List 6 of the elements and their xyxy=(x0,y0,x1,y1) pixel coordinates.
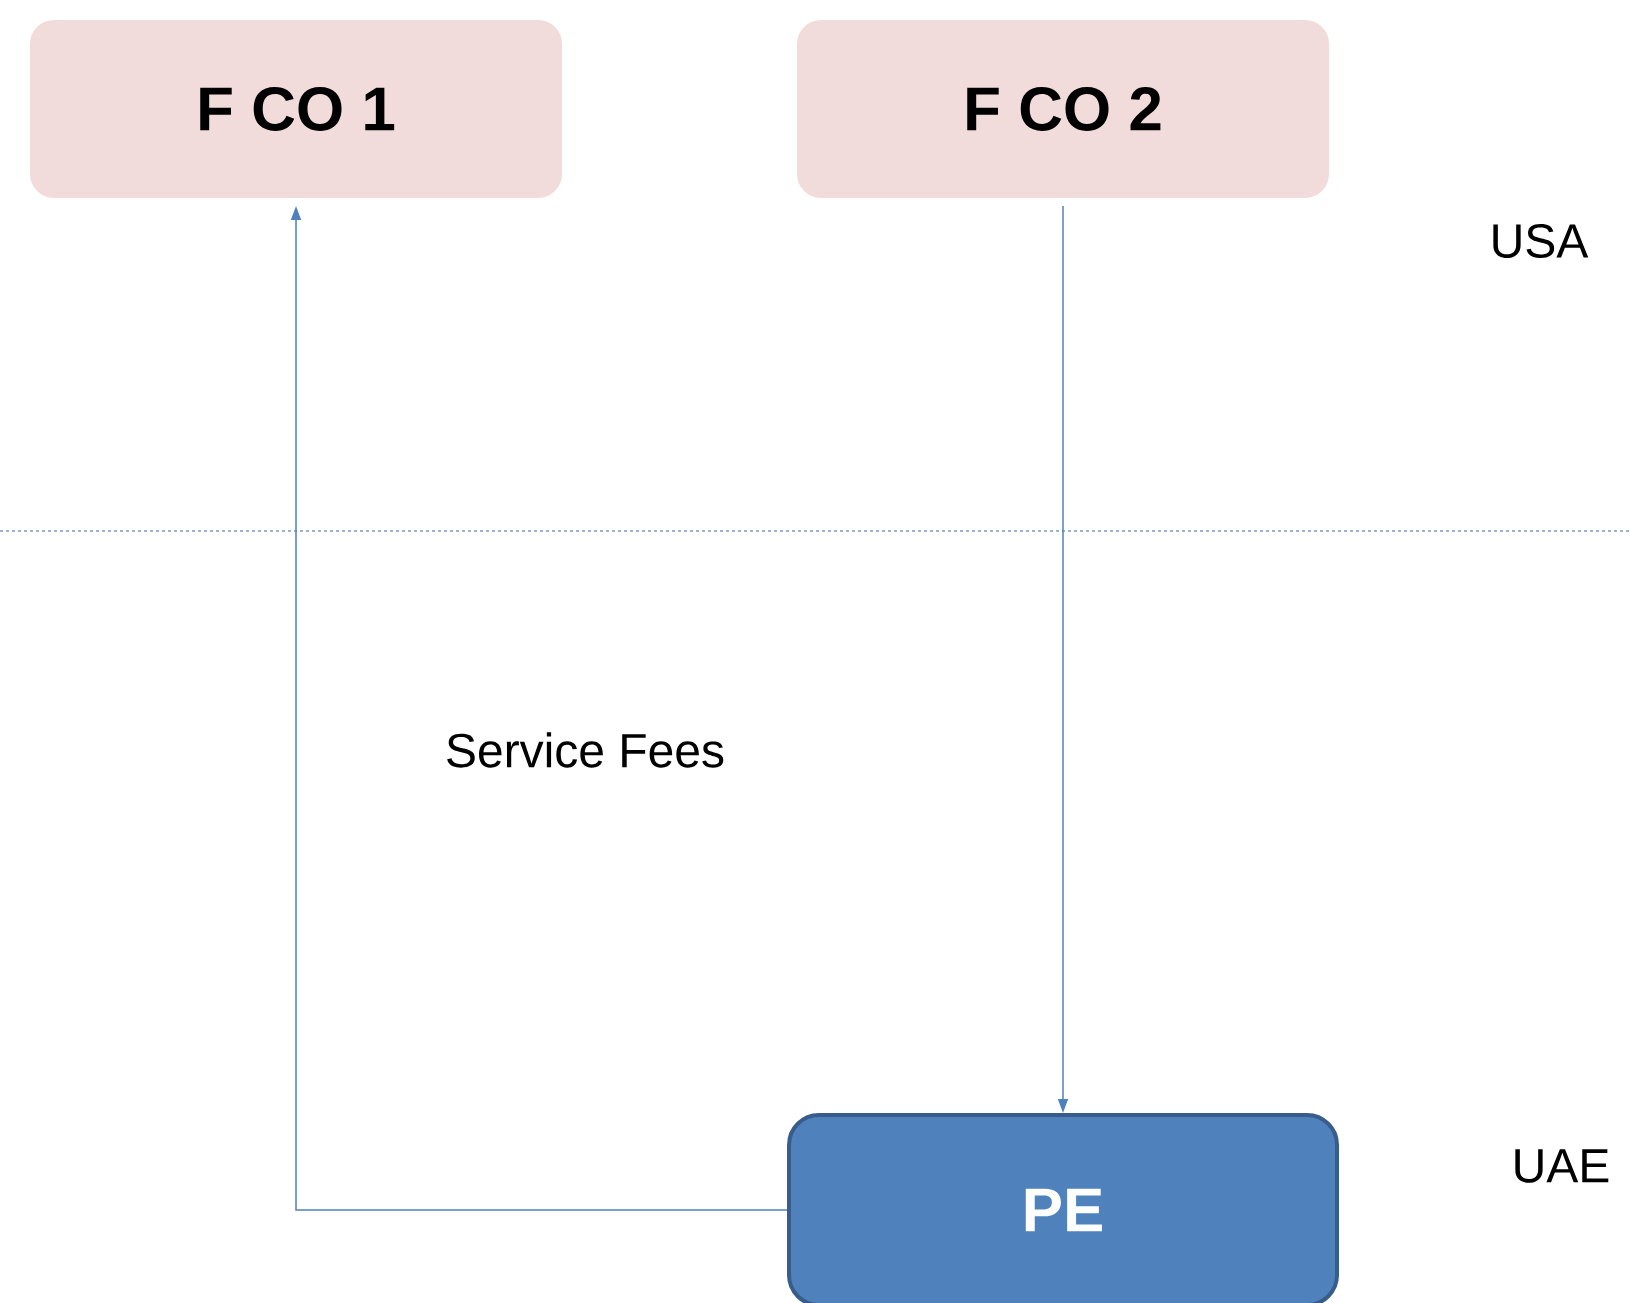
region-label: UAE xyxy=(1515,1149,1609,1183)
entity-box: PE xyxy=(787,1113,1339,1303)
region-label: USA xyxy=(1493,224,1589,258)
company-box: F CO 1 xyxy=(22,12,570,206)
company-box: F CO 2 xyxy=(789,12,1337,206)
region-label: Service Fees xyxy=(447,732,724,768)
